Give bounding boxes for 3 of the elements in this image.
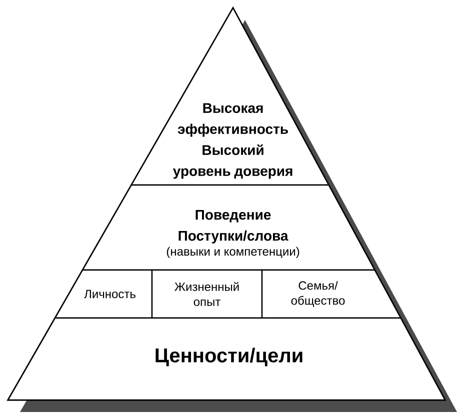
pyramid-cell: Семья/ общество [261, 269, 402, 319]
node-label: Ценности/цели [156, 348, 302, 366]
pyramid-cell: Жизненный опыт [151, 269, 263, 319]
